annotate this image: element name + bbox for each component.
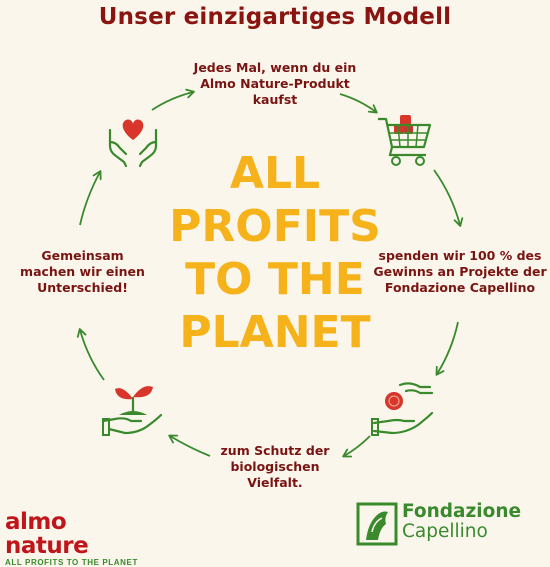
arrow-left-lower (76, 328, 105, 381)
heart-hands-icon (108, 119, 158, 168)
fondazione-name: Fondazione Capellino (402, 501, 522, 542)
arrow-bottom-left (168, 434, 211, 457)
slogan-line: PROFITS (169, 201, 381, 252)
giving-hand-icon (371, 382, 434, 436)
arrow-bottom-right (342, 435, 371, 458)
step-donate-text: spenden wir 100 % des Gewinns an Projekt… (373, 248, 547, 295)
arrow-top-right (339, 93, 378, 114)
sprout-hand-icon (101, 386, 163, 436)
almo-nature-name: almo nature (5, 509, 89, 559)
arrow-right-upper (433, 169, 464, 227)
arrow-right-lower (435, 321, 459, 376)
shopping-cart-icon (378, 115, 432, 166)
slogan-line: ALL (229, 148, 321, 199)
step-together-text: Gemeinsam machen wir einen Unterschied! (20, 248, 145, 295)
arrow-top-left (151, 88, 195, 111)
page-title: Unser einzigartiges Modell (98, 4, 452, 30)
step-purchase-text: Jedes Mal, wenn du ein Almo Nature-Produ… (193, 60, 357, 107)
fondazione-capellino-logo: Fondazione Capellino (356, 500, 546, 546)
almo-nature-tagline: ALL PROFITS TO THE PLANET (5, 558, 138, 567)
step-biodiversity-text: zum Schutz der biologischen Vielfalt. (220, 443, 330, 490)
almo-nature-logo: almo nature ALL PROFITS TO THE PLANET (5, 510, 155, 567)
slogan-line: TO THE (185, 254, 365, 305)
slogan-line: PLANET (179, 307, 371, 358)
fondazione-emblem-icon (356, 502, 398, 546)
cycle-arrows (76, 88, 464, 458)
arrow-left-upper (79, 170, 102, 226)
center-slogan: ALL PROFITS TO THE PLANET (150, 147, 400, 359)
